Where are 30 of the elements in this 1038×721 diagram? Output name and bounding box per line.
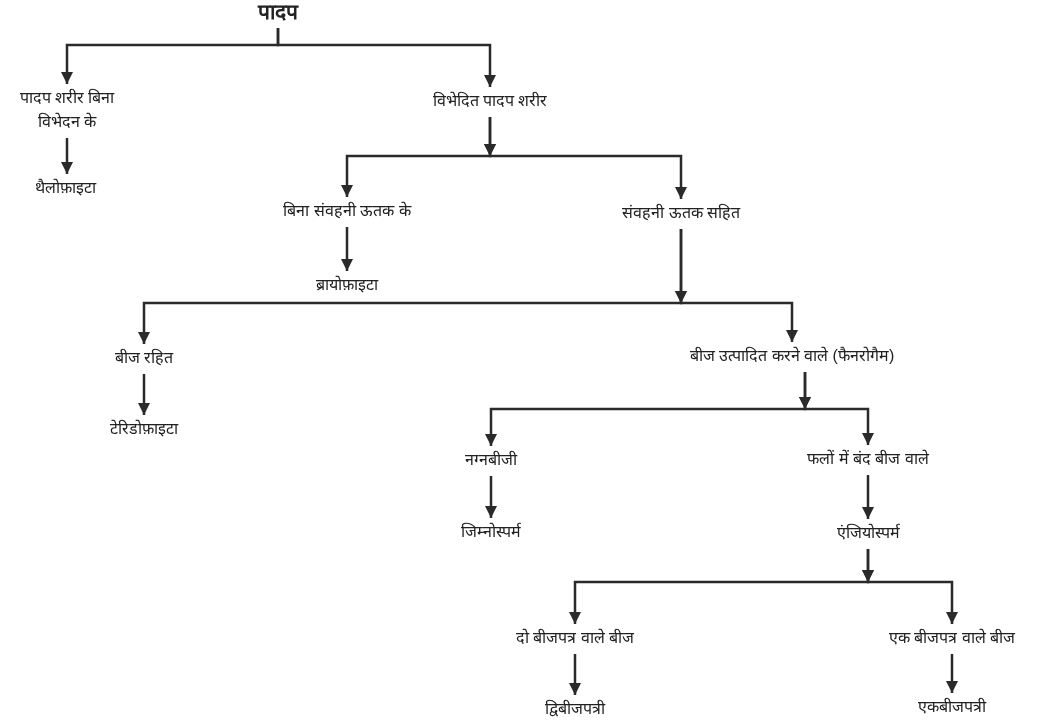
arrow	[340, 227, 354, 271]
arrow	[276, 28, 497, 87]
arrow	[60, 138, 74, 174]
node-label: बीज रहित	[114, 347, 174, 368]
node-label: नग्नबीजी	[465, 449, 517, 470]
arrow	[861, 475, 875, 519]
arrow	[799, 372, 875, 445]
node-label: जिम्नोस्पर्म	[461, 521, 521, 542]
node-label: फलों में बंद बीज वाले	[807, 448, 929, 469]
node-label: टेरिडोफ़ाइटा	[110, 418, 178, 439]
node-label: बीज उत्पादित करने वाले (फैनरोगैम)	[689, 345, 895, 366]
arrow	[484, 117, 688, 199]
node-label: संवहनी ऊतक सहित	[622, 202, 740, 223]
arrow	[568, 654, 582, 695]
node-label: विभेदित पादप शरीर	[432, 90, 548, 111]
node-label: थैलोफ़ाइटा	[34, 177, 96, 198]
node-label: बिना संवहनी ऊतक के	[283, 200, 411, 221]
arrow	[862, 549, 959, 624]
arrow	[675, 229, 799, 342]
arrow	[484, 476, 498, 518]
node-label: ब्रायोफ़ाइटा	[316, 274, 378, 295]
arrow	[945, 654, 959, 693]
node-label: एक बीजपत्र वाले बीज	[888, 627, 1016, 648]
node-label: द्विबीजपत्री	[545, 698, 605, 719]
node-label: दो बीजपत्र वाले बीज	[515, 627, 635, 648]
node-label: पादप शरीर बिना विभेदन के	[18, 87, 116, 132]
node-label: एंजियोस्पर्म	[836, 522, 900, 543]
arrow	[137, 374, 151, 415]
node-label: पादप	[258, 0, 298, 24]
node-label: एकबीजपत्री	[918, 696, 986, 717]
